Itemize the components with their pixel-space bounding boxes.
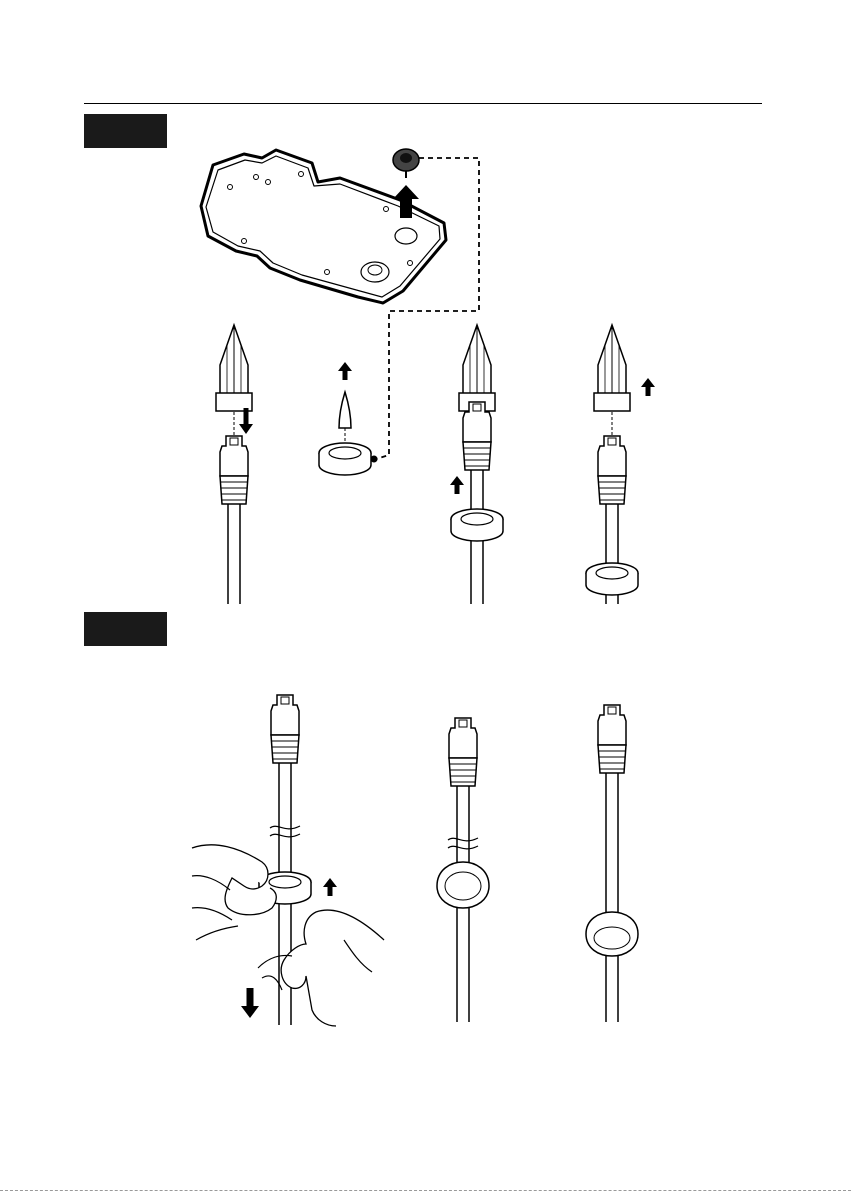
right-hand — [281, 910, 384, 1026]
up-arrow-icon-3 — [641, 378, 655, 396]
left-hand — [192, 845, 276, 915]
rj45-connector-1 — [220, 436, 248, 504]
up-arrow-icon — [338, 362, 352, 380]
grommet-plug — [393, 149, 419, 178]
page-edge — [0, 1190, 851, 1191]
grommet-with-plug — [319, 392, 371, 475]
rj45-connector-4 — [598, 436, 626, 504]
grommet-b — [437, 862, 489, 908]
pull-cap-4 — [594, 325, 630, 411]
pull-cap-3 — [459, 325, 495, 411]
rj45-connector-3 — [463, 402, 491, 470]
mount-plate — [201, 150, 446, 303]
grommet-4 — [586, 563, 638, 595]
down-arrow-icon-2 — [241, 988, 259, 1018]
grommet-3 — [451, 509, 503, 541]
grommet-c — [586, 912, 638, 956]
pull-cap-1 — [216, 325, 252, 411]
rj45-connector-c — [598, 705, 626, 773]
down-arrow-icon — [239, 408, 253, 434]
rj45-connector-a — [271, 695, 299, 763]
up-arrow-icon-2 — [450, 476, 464, 494]
up-arrow-icon-4 — [323, 878, 337, 896]
rj45-connector-b — [449, 718, 477, 786]
